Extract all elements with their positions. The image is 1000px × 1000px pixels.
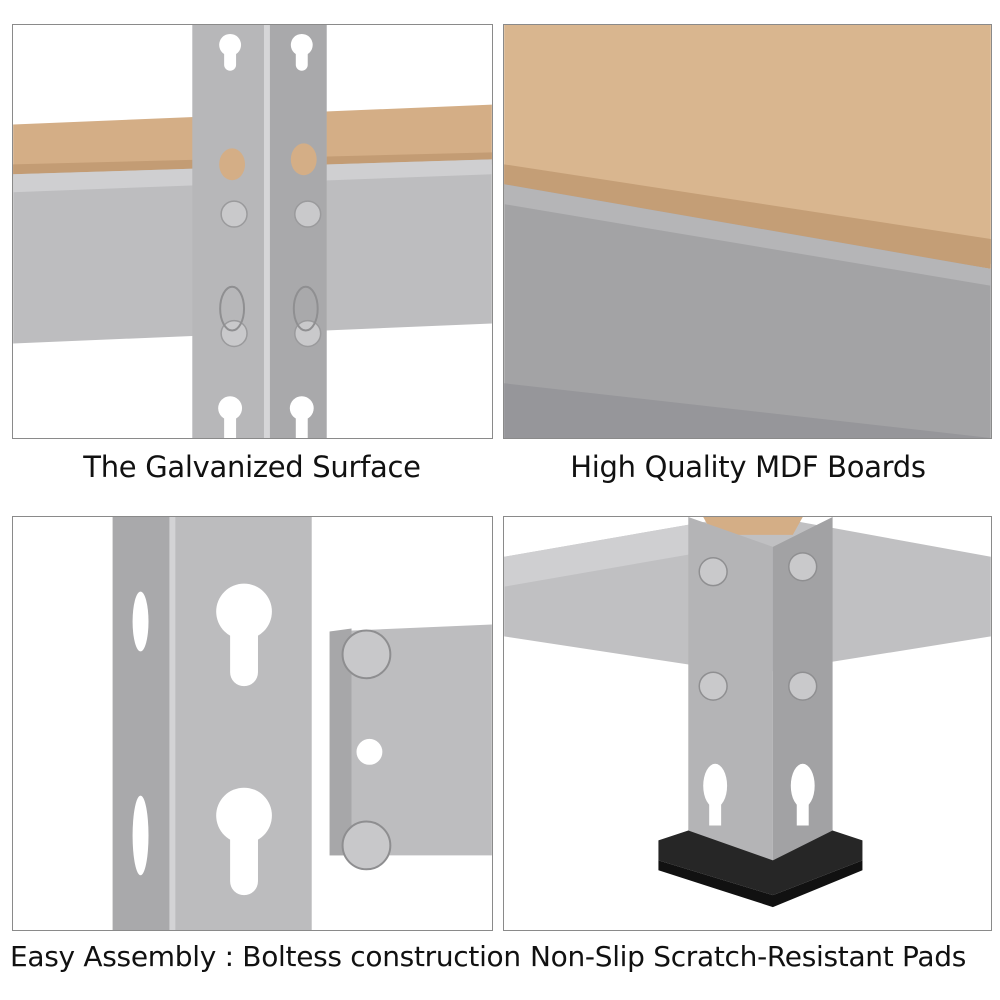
caption-pads: Non-Slip Scratch-Resistant Pads bbox=[530, 940, 966, 973]
galvanized-upright-illustration bbox=[13, 25, 492, 438]
pads-photo bbox=[503, 516, 992, 931]
pad-foot-illustration bbox=[504, 517, 991, 930]
mdf-board-photo bbox=[503, 24, 992, 439]
caption-mdf: High Quality MDF Boards bbox=[570, 450, 926, 484]
assembly-illustration bbox=[13, 517, 492, 930]
caption-assembly: Easy Assembly : Boltess construction bbox=[10, 940, 521, 973]
mdf-board-illustration bbox=[504, 25, 991, 438]
caption-galvanized: The Galvanized Surface bbox=[83, 450, 421, 484]
assembly-photo bbox=[12, 516, 493, 931]
galvanized-surface-photo bbox=[12, 24, 493, 439]
